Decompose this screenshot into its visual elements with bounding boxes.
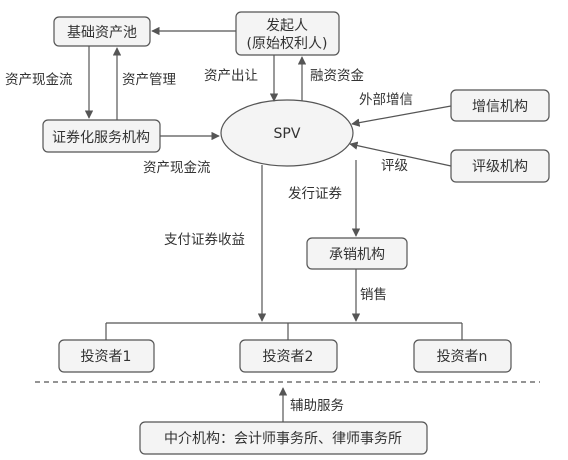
underwriter-node: 承销机构 (306, 237, 408, 270)
label-pay-returns: 支付证券收益 (164, 232, 245, 248)
label-issue-securities: 发行证券 (288, 186, 342, 202)
label-asset-management: 资产管理 (122, 72, 176, 88)
servicer-label: 证券化服务机构 (52, 130, 150, 146)
label-rating: 评级 (381, 158, 408, 174)
credit-enhancer-node: 增信机构 (450, 89, 550, 122)
label-external-enhancement: 外部增信 (359, 92, 413, 108)
intermediary-node: 中介机构：会计师事务所、律师事务所 (139, 421, 428, 455)
underwriter-label: 承销机构 (329, 247, 385, 263)
investor-1-label: 投资者1 (81, 349, 132, 365)
rating-agency-label: 评级机构 (472, 159, 528, 175)
intermediary-label: 中介机构：会计师事务所、律师事务所 (164, 431, 402, 447)
investor-n-node: 投资者n (413, 339, 512, 373)
originator-label-line1: 发起人 (266, 18, 308, 34)
label-cash-flow-bottom: 资产现金流 (143, 160, 211, 176)
label-auxiliary-services: 辅助服务 (290, 398, 344, 414)
edge-rating-to-spv (349, 141, 452, 167)
label-sales: 销售 (360, 287, 387, 303)
label-cash-flow-left: 资产现金流 (5, 72, 73, 88)
originator-label-line2: (原始权利人) (247, 36, 328, 52)
label-asset-transfer: 资产出让 (204, 68, 258, 84)
asset-pool-label: 基础资产池 (67, 24, 137, 41)
investor-distribution-bar (105, 322, 463, 340)
spv-label: SPV (274, 126, 301, 142)
investor-2-label: 投资者2 (263, 349, 314, 365)
credit-enhancer-label: 增信机构 (472, 99, 528, 115)
servicer-node: 证券化服务机构 (42, 119, 161, 153)
rating-agency-node: 评级机构 (450, 149, 550, 183)
label-financing-funds: 融资资金 (310, 68, 364, 84)
edge-enhancer-to-spv (351, 105, 452, 127)
investor-1-node: 投资者1 (58, 339, 155, 373)
asset-pool-node: 基础资产池 (53, 16, 151, 47)
originator-node: 发起人 (原始权利人) (235, 11, 340, 56)
spv-node: SPV (220, 99, 354, 167)
investor-2-node: 投资者2 (239, 339, 338, 373)
investor-n-label: 投资者n (437, 349, 488, 365)
